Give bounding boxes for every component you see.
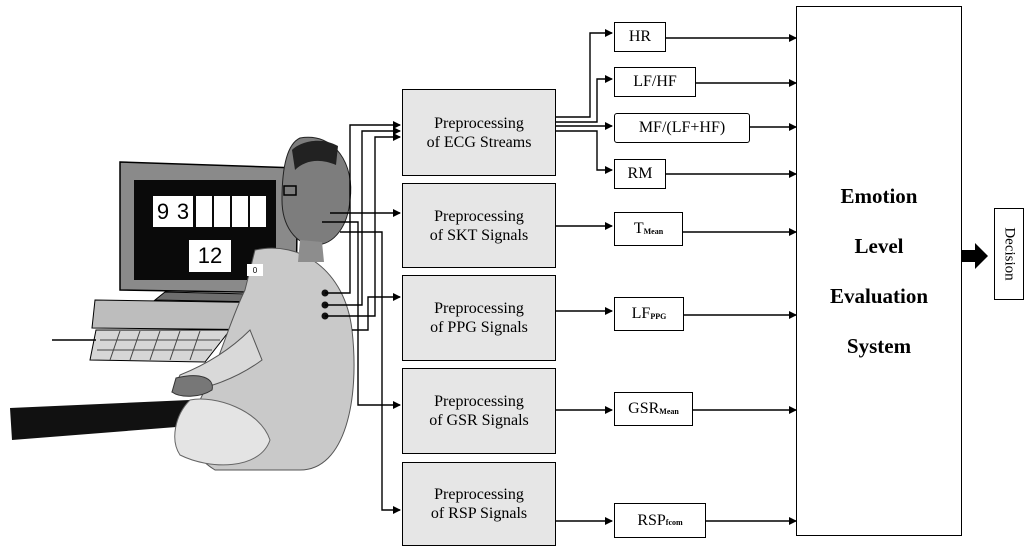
feature-t-mean-base: T: [634, 220, 644, 238]
evaluation-line1: Emotion: [840, 180, 917, 212]
decision-label: Decision: [1001, 227, 1018, 280]
decision-box: Decision: [994, 208, 1024, 300]
feature-lf-ppg-sub: PPG: [650, 312, 666, 321]
feature-rm-label: RM: [628, 165, 653, 183]
preprocessing-gsr-line1: Preprocessing: [434, 392, 524, 411]
preprocessing-ppg-line2: of PPG Signals: [430, 318, 528, 337]
feature-gsr-mean-sub: Mean: [659, 407, 679, 416]
preprocessing-ppg-box: Preprocessing of PPG Signals: [402, 275, 556, 361]
evaluation-line3: Evaluation: [830, 280, 928, 312]
decision-arrow: [962, 243, 988, 269]
feature-t-mean-sub: Mean: [644, 227, 664, 236]
preprocessing-ecg-line2: of ECG Streams: [427, 133, 532, 152]
preprocessing-skt-line2: of SKT Signals: [430, 226, 528, 245]
evaluation-line4: System: [847, 330, 911, 362]
preprocessing-skt-line1: Preprocessing: [434, 207, 524, 226]
evaluation-line2: Level: [855, 230, 904, 262]
feature-rm-box: RM: [614, 159, 666, 189]
feature-mf-label: MF/(LF+HF): [639, 119, 725, 137]
feature-rsp-fcom-base: RSP: [637, 512, 665, 530]
feature-lfhf-box: LF/HF: [614, 67, 696, 97]
feature-lfhf-label: LF/HF: [633, 73, 677, 91]
emotion-evaluation-box: Emotion Level Evaluation System: [796, 6, 962, 536]
feature-rsp-fcom-sub: fcom: [666, 518, 683, 527]
preprocessing-rsp-line1: Preprocessing: [434, 485, 524, 504]
preprocessing-gsr-box: Preprocessing of GSR Signals: [402, 368, 556, 454]
feature-lf-ppg-base: LF: [632, 305, 651, 323]
preprocessing-ecg-box: Preprocessing of ECG Streams: [402, 89, 556, 176]
preprocessing-rsp-line2: of RSP Signals: [431, 504, 527, 523]
preprocessing-rsp-box: Preprocessing of RSP Signals: [402, 462, 556, 546]
preprocessing-ecg-line1: Preprocessing: [434, 114, 524, 133]
preprocessing-gsr-line2: of GSR Signals: [429, 411, 529, 430]
feature-gsr-mean-base: GSR: [628, 400, 659, 418]
feature-mf-box: MF/(LF+HF): [614, 113, 750, 143]
preprocessing-ppg-line1: Preprocessing: [434, 299, 524, 318]
feature-hr-label: HR: [629, 28, 651, 46]
preprocessing-skt-box: Preprocessing of SKT Signals: [402, 183, 556, 268]
feature-hr-box: HR: [614, 22, 666, 52]
